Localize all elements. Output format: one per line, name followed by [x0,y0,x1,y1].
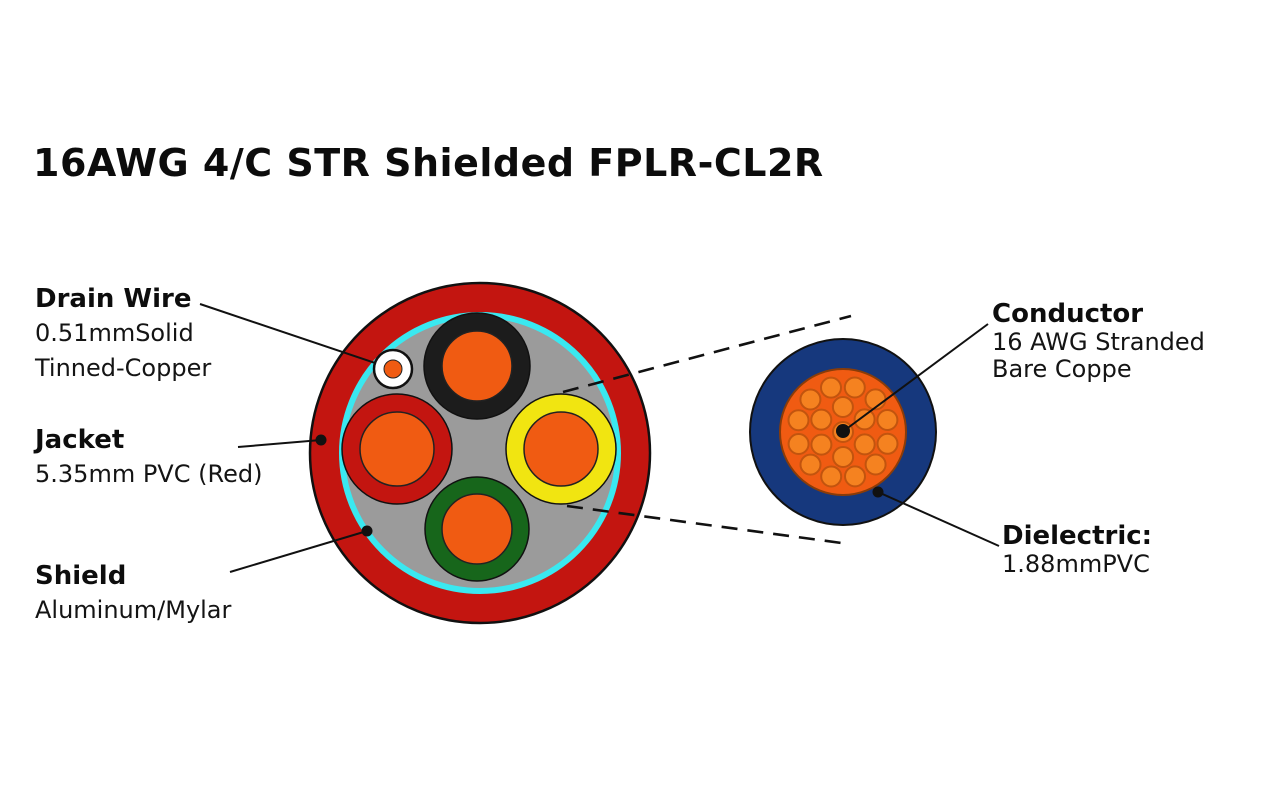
dielectric-leader-line [877,491,1000,547]
conductor-heading: Conductor [992,299,1144,329]
drain-wire-spec-size: 0.51mmSolid [35,319,194,347]
dielectric-heading: Dielectric: [1002,521,1153,551]
drain-wire-core [383,359,403,379]
conductor-strand [820,376,842,399]
jacket-leader-line [237,439,322,448]
conductor-zoom-view [749,338,937,526]
jacket-callout: Jacket 5.35mm PVC (Red) [35,423,262,492]
conductor-strand [810,408,833,431]
conductor-strand [799,453,822,476]
diagram-title: 16AWG 4/C STR Shielded FPLR-CL2R [33,141,824,185]
jacket-leader-dot [315,434,327,446]
conductor-strand [831,396,854,418]
leader-lines-left [199,303,394,573]
conductor-strand [832,446,855,468]
shield-callout: Shield Aluminum/Mylar [35,559,231,628]
conductor-strand [843,376,866,399]
conductor-strand [876,432,899,455]
conductor-strand [787,409,810,432]
drain-wire-heading: Drain Wire [35,284,192,314]
conductor-spec-gauge: 16 AWG Stranded [992,328,1205,356]
conductor-yellow-core [523,411,599,487]
drain-wire-callout: Drain Wire 0.51mmSolid Tinned-Copper [35,282,211,386]
conductor-green-core [441,493,513,565]
conductor-strand [853,433,876,456]
conductor-callout: Conductor 16 AWG Stranded Bare Coppe [992,299,1205,383]
conductor-strand [810,433,833,456]
leader-lines-right [844,323,1000,547]
cable-cross-section [308,281,652,625]
conductor-strand [820,465,843,488]
dielectric-leader-dot [872,486,884,498]
zoom-dashed-line-top [562,314,852,394]
zoom-dashed-line-bottom [566,504,850,546]
conductor-leader-line [844,323,989,431]
conductor-strand [844,465,866,488]
shield-leader-line [229,530,368,573]
conductor-strand [799,388,822,411]
shield-spec: Aluminum/Mylar [35,596,232,624]
shield-leader-dot [361,525,373,537]
dielectric-callout: Dielectric: 1.88mmPVC [1002,521,1152,578]
drain-wire-spec-material: Tinned-Copper [35,354,212,382]
conductor-center-dot [836,424,850,438]
jacket-heading: Jacket [35,425,125,455]
drain-wire-leader-line [199,303,394,370]
dielectric-spec: 1.88mmPVC [1002,550,1150,578]
conductor-strand [876,409,899,431]
conductor-black-core [441,330,513,402]
conductor-spec-material: Bare Coppe [992,355,1132,383]
conductor-red-core [359,411,435,487]
zoom-projection-lines [562,314,852,546]
jacket-spec: 5.35mm PVC (Red) [35,460,263,488]
conductor-strand [853,408,876,431]
drain-wire [372,348,414,390]
conductor-strand [864,453,887,476]
conductor-strand [787,433,810,455]
filler-disc [344,317,616,589]
shield-heading: Shield [35,561,127,591]
